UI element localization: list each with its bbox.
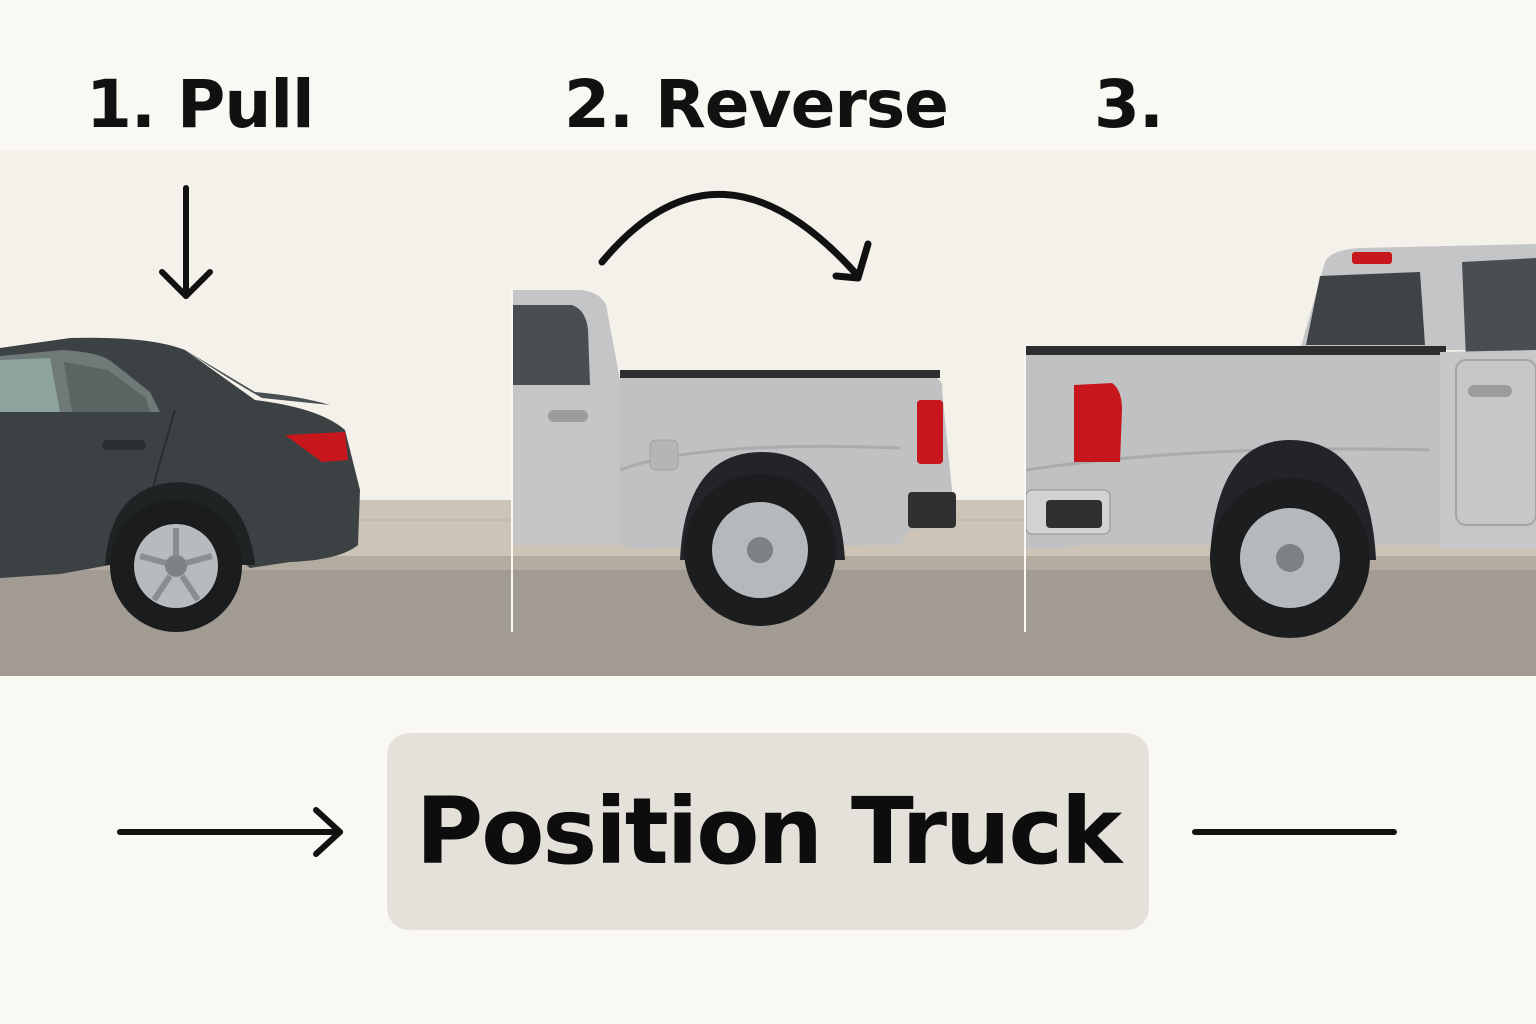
sedan-car: [0, 337, 360, 632]
step-3-label: 3.: [1094, 66, 1164, 143]
position-truck-label: Position Truck: [415, 777, 1122, 885]
pickup-truck-panel-2: [513, 290, 956, 630]
pickup-truck-panel-3: [1025, 244, 1536, 638]
position-truck-button[interactable]: Position Truck: [387, 733, 1149, 930]
down-arrow-icon: [159, 185, 213, 299]
step-1-label: 1. Pull: [86, 66, 315, 143]
right-arrow-icon: [117, 807, 343, 857]
step-2-label: 2. Reverse: [564, 66, 949, 143]
curved-arrow-icon: [598, 190, 872, 282]
